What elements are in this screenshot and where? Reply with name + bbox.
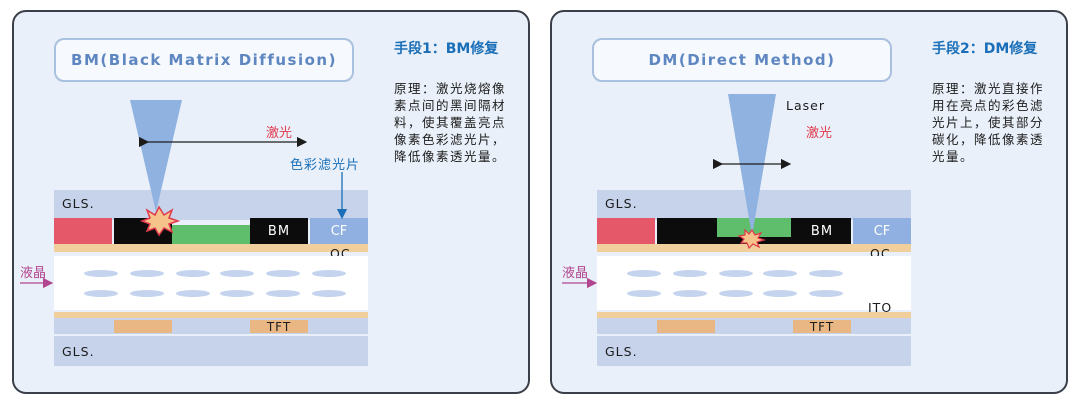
tft-pad-left (657, 320, 715, 333)
lc-molecule (176, 290, 210, 297)
dm-method-title-pill: DM(Direct Method) (592, 38, 892, 82)
laser-en-label: Laser (786, 98, 825, 113)
bottom-glass-label: GLS. (62, 344, 95, 359)
tft-pad-right: TFT (250, 320, 308, 334)
tft-pad-left (114, 320, 172, 333)
lower-oc-layer (597, 312, 911, 318)
laser-beam (130, 100, 182, 212)
tft-pad-right: TFT (793, 320, 851, 334)
lc-molecule (673, 270, 707, 277)
lower-oc-layer (54, 312, 368, 318)
lc-molecule (84, 290, 118, 297)
black-matrix-right: BM (250, 218, 308, 244)
lc-molecule (763, 290, 797, 297)
top-glass-layer (54, 190, 368, 220)
method-1-title: 手段1：BM修复 (394, 41, 499, 57)
lc-molecule (266, 290, 300, 297)
color-filter-label: 色彩滤光片 (290, 158, 361, 173)
liquid-crystal-label: 液晶 (20, 266, 47, 281)
lc-molecule (130, 290, 164, 297)
ito-label: ITO (868, 300, 893, 315)
right-overlay-graphics (562, 94, 792, 289)
lc-molecule (220, 290, 254, 297)
laser-label: 激光 (806, 126, 833, 141)
green-pixel-carbonized (717, 218, 791, 237)
black-matrix-left (657, 218, 715, 244)
lc-molecule (719, 270, 753, 277)
red-pixel (54, 218, 112, 244)
liquid-crystal-label: 液晶 (562, 266, 589, 281)
lc-molecule (809, 290, 843, 297)
burn-spark-icon (139, 205, 181, 237)
liquid-crystal-layer (54, 256, 368, 310)
lc-molecule (220, 270, 254, 277)
blue-pixel-cf: CF (853, 218, 911, 244)
oc-layer (54, 244, 368, 252)
oc-layer (597, 244, 911, 252)
method-2-principle: 原理：激光直接作用在亮点的彩色滤光片上，使其部分碳化，降低像素透光量。 (932, 81, 1045, 164)
lc-molecule (627, 290, 661, 297)
top-glass-label: GLS. (605, 196, 638, 211)
lc-molecule (673, 290, 707, 297)
left-overlay-graphics (20, 100, 348, 289)
lc-molecule (312, 290, 346, 297)
dm-method-panel: DM(Direct Method) 手段2：DM修复 原理：激光直接作用在亮点的… (550, 10, 1068, 394)
liquid-crystal-layer (597, 256, 911, 310)
carbonize-spark-icon (737, 228, 767, 250)
lc-molecule (809, 270, 843, 277)
lc-molecule (84, 270, 118, 277)
green-pixel-damaged (172, 225, 250, 244)
lc-molecule (312, 270, 346, 277)
lc-molecule (719, 290, 753, 297)
method-2-title: 手段2：DM修复 (932, 41, 1038, 57)
lc-molecule (266, 270, 300, 277)
blue-pixel-cf: CF (310, 218, 368, 244)
black-matrix-right: BM (793, 218, 851, 244)
lc-molecule (130, 270, 164, 277)
top-glass-label: GLS. (62, 196, 95, 211)
bottom-glass-layer (54, 336, 368, 366)
lc-molecule (763, 270, 797, 277)
lc-molecule (627, 270, 661, 277)
bottom-glass-label: GLS. (605, 344, 638, 359)
bm-method-panel: BM(Black Matrix Diffusion) 手段1：BM修复 原理：激… (12, 10, 530, 394)
bottom-glass-layer (597, 336, 911, 366)
method-1-principle: 原理：激光烧熔像素点间的黑间隔材料，使其覆盖亮点像素色彩滤光片，降低像素透光量。 (394, 81, 507, 164)
bm-method-title-pill: BM(Black Matrix Diffusion) (54, 38, 354, 82)
laser-beam (728, 94, 776, 236)
red-pixel (597, 218, 655, 244)
lc-molecule (176, 270, 210, 277)
